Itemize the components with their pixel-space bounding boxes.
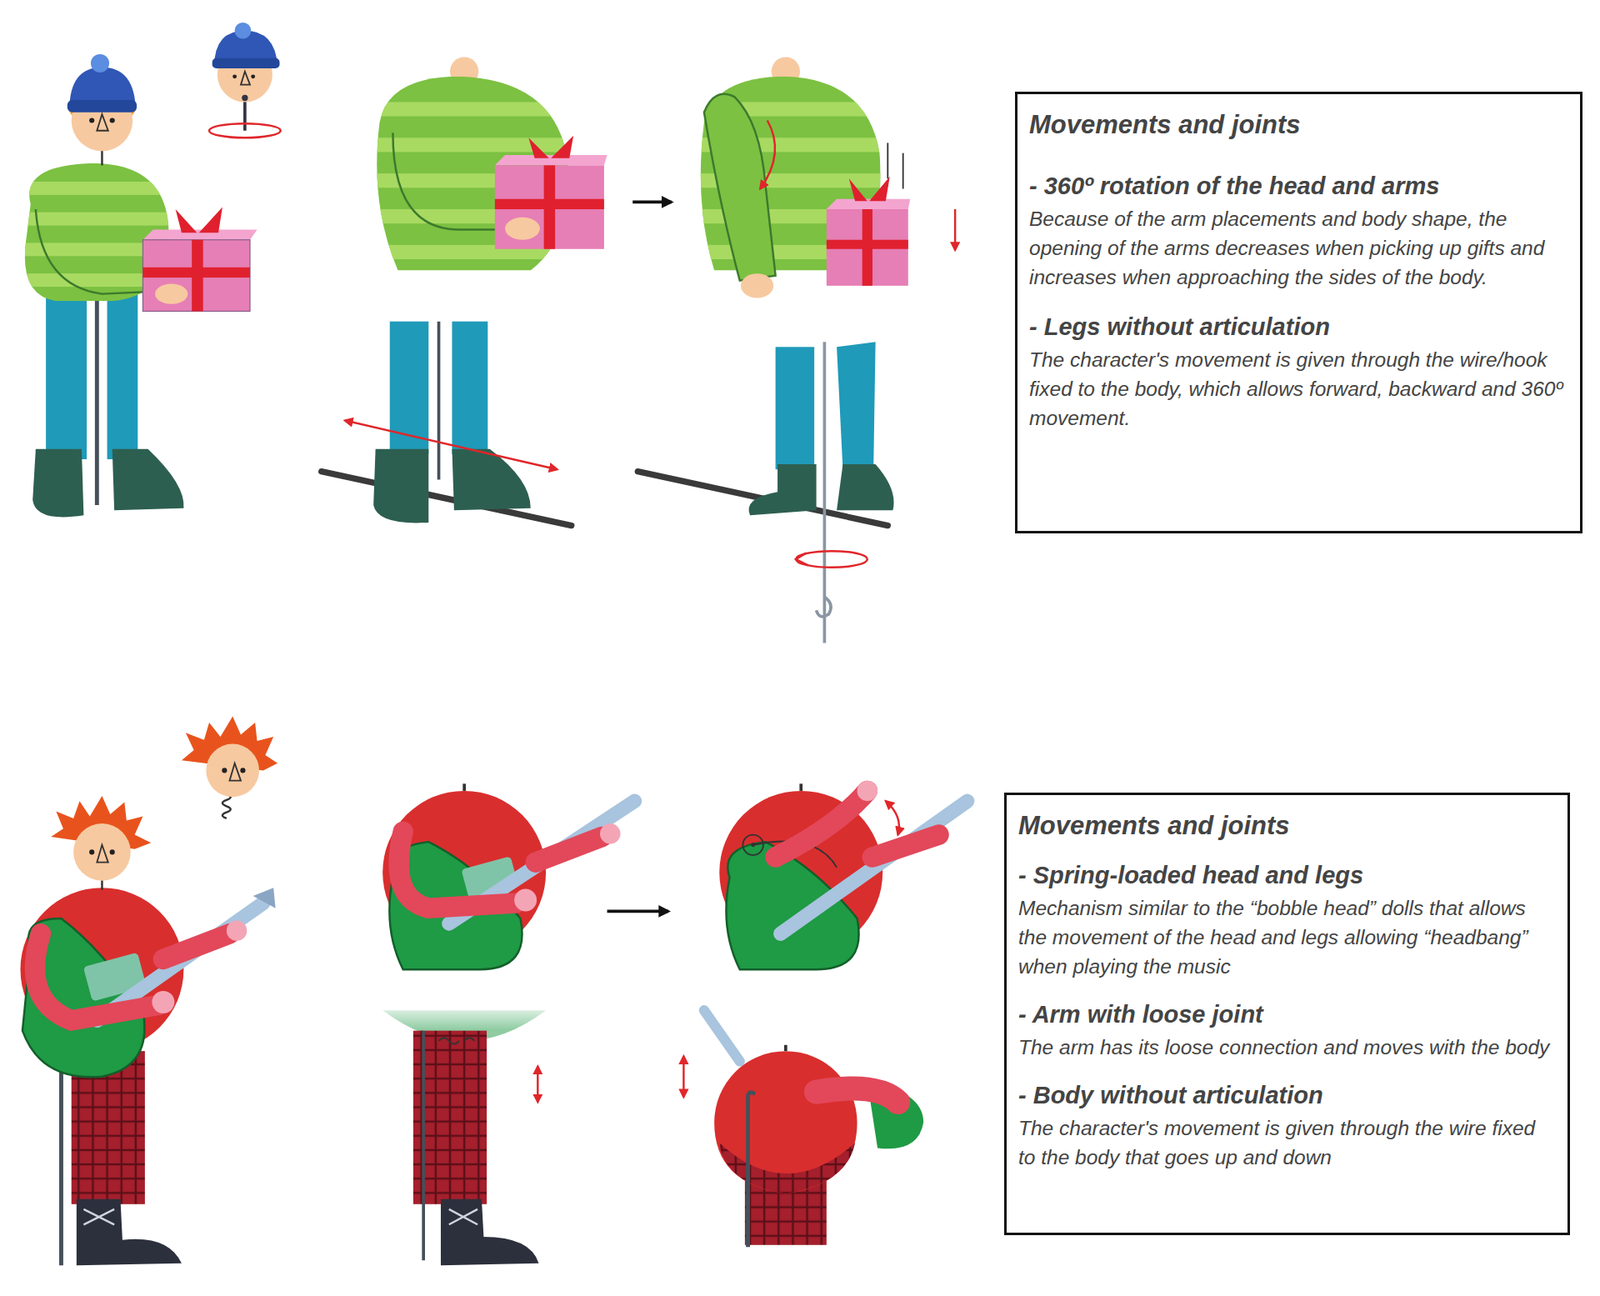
arms-detail-before bbox=[367, 57, 672, 276]
feature-heading: - Body without articulation bbox=[1018, 1080, 1558, 1110]
rotating-head bbox=[209, 22, 281, 138]
spring-head bbox=[181, 716, 278, 819]
feature-heading: - Spring-loaded head and legs bbox=[1018, 860, 1558, 890]
feature-description: The arm has its loose connection and mov… bbox=[1018, 1032, 1558, 1062]
notes-box: Movements and joints - Spring-loaded head… bbox=[1004, 792, 1570, 1235]
feature-heading: - Arm with loose joint bbox=[1018, 999, 1558, 1030]
guitar-character bbox=[20, 795, 275, 1265]
legs-rod-detail bbox=[321, 321, 572, 526]
spring-legs-detail bbox=[382, 1005, 546, 1265]
feature-description: The character's movement is given throug… bbox=[1029, 345, 1570, 433]
guitar-detail-before bbox=[382, 783, 669, 970]
legs-wire-hook bbox=[637, 341, 894, 643]
feature-heading: - 360º rotation of the head and arms bbox=[1029, 170, 1570, 201]
guitar-detail-after bbox=[719, 780, 968, 970]
notes-box: Movements and joints - 360º rotation of t… bbox=[1015, 91, 1583, 534]
feature-description: Mechanism similar to the “bobble head” d… bbox=[1018, 893, 1558, 981]
feature-heading: - Legs without articulation bbox=[1029, 311, 1570, 342]
box-title: Movements and joints bbox=[1018, 810, 1558, 842]
arms-detail-after bbox=[694, 57, 955, 299]
feature-description: Because of the arm placements and body s… bbox=[1029, 204, 1570, 292]
feature-description: The character's movement is given throug… bbox=[1018, 1113, 1558, 1172]
gift-character bbox=[10, 54, 257, 518]
body-back-view bbox=[683, 1010, 924, 1247]
box-title: Movements and joints bbox=[1029, 109, 1570, 141]
